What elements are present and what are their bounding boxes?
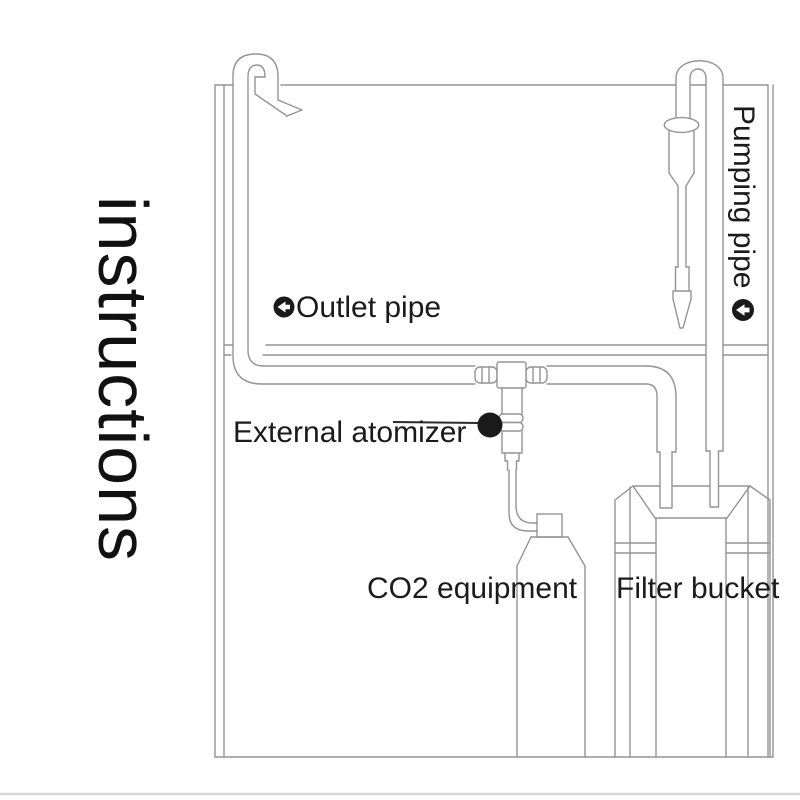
outlet-pipe-drawing (232, 53, 677, 509)
filter-bucket-label: Filter bucket (616, 572, 780, 605)
filter-bucket-drawing (614, 485, 771, 758)
tank-outline (214, 84, 774, 758)
pumping-pipe-drawing (675, 60, 724, 508)
external-atomizer-label: External atomizer (233, 416, 467, 449)
atomizer-dot-icon (477, 412, 503, 438)
left-arrow-icon (273, 296, 295, 318)
left-arrow-icon (732, 299, 754, 321)
pumping-pipe-label: Pumping pipe (727, 105, 760, 289)
atomizer-dot-callout (392, 412, 503, 438)
intake-strainer-drawing (663, 116, 700, 329)
atomizer-drawing (474, 361, 548, 532)
outlet-pipe-label: Outlet pipe (296, 291, 442, 324)
co2-equipment-label: CO2 equipment (367, 572, 578, 605)
co2-bottle-drawing (516, 513, 586, 758)
page-title: instructions (84, 196, 162, 563)
